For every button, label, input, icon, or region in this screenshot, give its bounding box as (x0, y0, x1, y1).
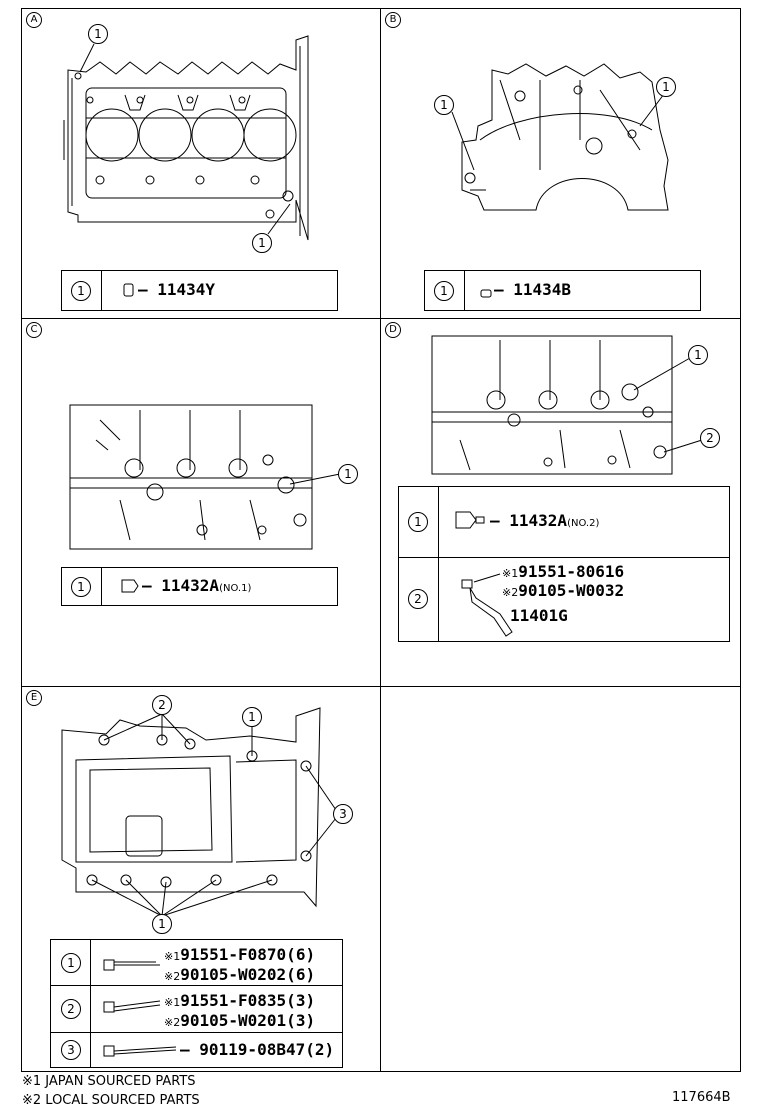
part-number-90119-08b47: — 90119-08B47(2) (180, 1040, 335, 1059)
part-number-90105-w0032: ※290105-W0032 (502, 581, 625, 600)
table-d-callout-2: 2 (408, 589, 428, 609)
table-c-callout: 1 (71, 577, 91, 597)
footnote-japan-sourced: ※1 JAPAN SOURCED PARTS (22, 1074, 196, 1089)
callout-e-1-bottom: 1 (152, 914, 172, 934)
part-number-91551-f0870: ※191551-F0870(6) (164, 945, 316, 964)
part-number-11432a-no1: — 11432A(NO.1) (142, 576, 252, 595)
callout-a-1-bottom: 1 (252, 233, 272, 253)
section-a-marker: A (26, 12, 42, 28)
table-d-callout-1: 1 (408, 512, 428, 532)
callout-b-1-left: 1 (434, 95, 454, 115)
callout-a-1-top: 1 (88, 24, 108, 44)
callout-e-2: 2 (152, 695, 172, 715)
section-d-marker: D (385, 322, 401, 338)
table-e-callout-1: 1 (61, 953, 81, 973)
part-number-11432a-no2: — 11432A(NO.2) (490, 511, 600, 530)
table-e-callout-3: 3 (61, 1040, 81, 1060)
table-b-callout: 1 (434, 281, 454, 301)
part-number-11434y: — 11434Y (138, 280, 216, 299)
part-number-90105-w0201: ※290105-W0201(3) (164, 1011, 316, 1030)
cylinder-block-d-drawing (431, 335, 703, 475)
part-number-11434b: — 11434B (494, 280, 572, 299)
part-number-91551-f0835: ※191551-F0835(3) (164, 991, 316, 1010)
cylinder-block-c-drawing (69, 404, 341, 550)
part-number-91551-80616: ※191551-80616 (502, 562, 625, 581)
part-note: (NO.2) (567, 518, 600, 529)
drawing-number: 117664B (672, 1090, 731, 1105)
table-e-callout-2: 2 (61, 999, 81, 1019)
timing-cover-b-drawing (451, 63, 669, 211)
callout-c-1: 1 (338, 464, 358, 484)
callout-e-1-top: 1 (242, 707, 262, 727)
table-a-callout: 1 (71, 281, 91, 301)
oil-pan-e-drawing (61, 707, 337, 917)
callout-e-3: 3 (333, 804, 353, 824)
part-note: (NO.1) (219, 583, 252, 594)
callout-d-2: 2 (700, 428, 720, 448)
footnote-local-sourced: ※2 LOCAL SOURCED PARTS (22, 1093, 200, 1108)
engine-block-a-drawing (63, 35, 309, 241)
section-b-marker: B (385, 12, 401, 28)
callout-b-1-right: 1 (656, 77, 676, 97)
section-c-marker: C (26, 322, 42, 338)
part-number-11401g: 11401G (510, 606, 568, 625)
callout-d-1: 1 (688, 345, 708, 365)
part-number-90105-w0202: ※290105-W0202(6) (164, 965, 316, 984)
section-e-marker: E (26, 690, 42, 706)
